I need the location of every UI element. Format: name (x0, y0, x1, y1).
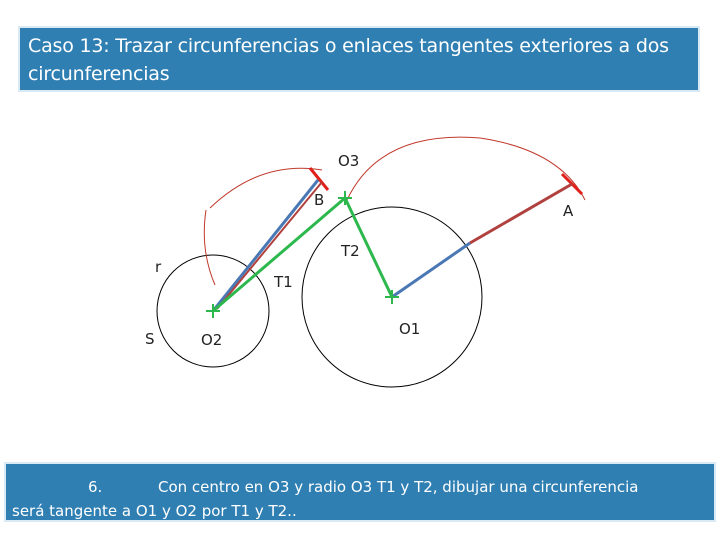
caption-line-1: 6. Con centro en O3 y radio O3 T1 y T2, d… (88, 478, 639, 496)
label-o1: O1 (399, 320, 420, 338)
tick-b (308, 167, 330, 191)
label-o2: O2 (201, 331, 222, 349)
label-t1: T1 (273, 273, 293, 291)
arc-from-o2 (209, 167, 323, 209)
green-o3-o1 (343, 197, 394, 298)
circle-o2 (156, 254, 270, 368)
circle-o1 (301, 206, 483, 388)
label-s: S (145, 330, 155, 348)
segment-o2-b-blue (211, 179, 320, 312)
slide-title: Caso 13: Trazar circunferencias o enlace… (28, 35, 669, 85)
caption-banner: 6. Con centro en O3 y radio O3 T1 y T2, d… (4, 462, 716, 522)
caption-line-2: será tangente a O1 y O2 por T1 y T2.. (12, 502, 297, 520)
segment-o1-a-blue (391, 241, 471, 299)
label-t2: T2 (340, 242, 360, 260)
label-a: A (563, 202, 574, 220)
segment-o2-b-red (216, 181, 323, 310)
green-o2-o3 (212, 196, 346, 313)
label-o3: O3 (338, 152, 359, 170)
arc-left-lower (203, 209, 216, 286)
step-number: 6. (88, 478, 103, 496)
segment-o1-a-red (469, 182, 573, 245)
label-r: r (155, 258, 162, 276)
step-text: Con centro en O3 y radio O3 T1 y T2, dib… (158, 478, 639, 496)
arc-from-o1 (346, 136, 586, 201)
title-banner: Caso 13: Trazar circunferencias o enlace… (18, 26, 700, 92)
label-b: B (314, 191, 324, 209)
